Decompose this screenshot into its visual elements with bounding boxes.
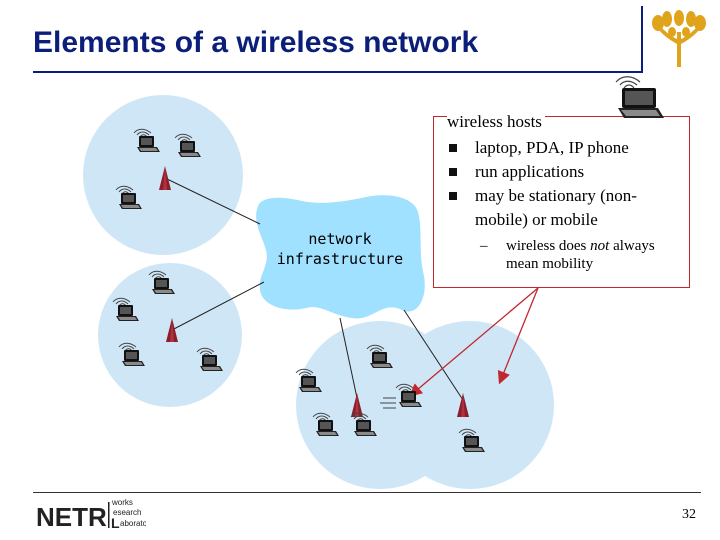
- svg-text:aboratory: aboratory: [120, 519, 146, 528]
- slide-title: Elements of a wireless network: [33, 26, 479, 59]
- callout-bullet-list: laptop, PDA, IP phone run applications m…: [447, 136, 689, 232]
- university-logo: [652, 10, 706, 67]
- wireless-cell: [386, 321, 554, 489]
- logo-divider: [641, 6, 643, 73]
- bullet-square-icon: [449, 168, 457, 176]
- sub-bullet: – wireless does not always mean mobility: [480, 238, 655, 272]
- svg-text:esearch: esearch: [113, 508, 141, 517]
- footer-rule: [33, 492, 701, 493]
- page-number: 32: [682, 507, 696, 522]
- svg-text:NETR: NETR: [36, 502, 107, 531]
- network-infrastructure-label: network infrastructure: [276, 230, 404, 268]
- bullet-item: may be stationary (non-mobile) or mobile: [447, 184, 689, 232]
- svg-text:works: works: [111, 498, 133, 507]
- wireless-hosts-callout: [433, 116, 690, 288]
- bullet-square-icon: [449, 144, 457, 152]
- svg-text:L: L: [111, 515, 120, 531]
- bullet-item: laptop, PDA, IP phone: [447, 136, 689, 160]
- bullet-square-icon: [449, 192, 457, 200]
- netrl-logo: NETR L works esearch aboratory: [36, 498, 146, 531]
- title-rule: [33, 71, 641, 73]
- laptop-icon: [615, 76, 664, 118]
- bullet-item: run applications: [447, 160, 689, 184]
- network-infrastructure-cloud: [256, 195, 425, 319]
- callout-title: wireless hosts: [447, 112, 545, 132]
